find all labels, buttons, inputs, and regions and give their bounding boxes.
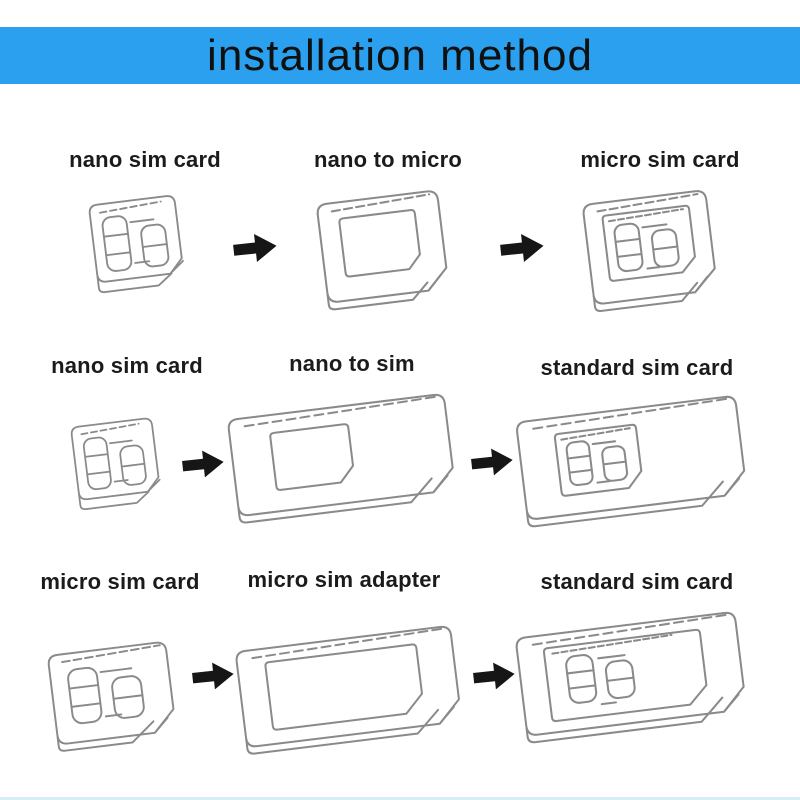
nano-sim-card-art bbox=[62, 407, 181, 529]
row1-source-label: nano sim card bbox=[69, 147, 221, 172]
row2-result-label: standard sim card bbox=[540, 355, 734, 380]
nano-to-sim-adapter-art bbox=[218, 382, 475, 551]
nano-sim-card-art bbox=[79, 184, 204, 314]
row3-adapter-label: micro sim adapter bbox=[247, 567, 441, 592]
right-arrow-icon bbox=[179, 444, 228, 485]
micro-sim-assembled-art bbox=[569, 175, 747, 336]
nano-to-micro-adapter-art bbox=[305, 177, 475, 334]
right-arrow-icon bbox=[230, 227, 281, 270]
row2-adapter-label: nano to sim bbox=[289, 351, 415, 376]
row3-result-label: standard sim card bbox=[540, 569, 734, 594]
right-arrow-icon bbox=[497, 227, 548, 270]
micro-sim-card-art bbox=[39, 630, 200, 778]
row2-source-label: nano sim card bbox=[51, 353, 203, 378]
page-title: installation method bbox=[207, 30, 593, 80]
micro-sim-adapter-art bbox=[226, 614, 481, 782]
row1-result-label: micro sim card bbox=[580, 147, 740, 172]
title-banner: installation method bbox=[0, 27, 800, 84]
row1-adapter-label: nano to micro bbox=[313, 147, 463, 172]
bottom-accent-line bbox=[0, 797, 800, 800]
standard-sim-assembled-nano-art bbox=[506, 384, 768, 556]
standard-sim-assembled-micro-art bbox=[506, 600, 767, 772]
row3-source-label: micro sim card bbox=[40, 569, 200, 594]
